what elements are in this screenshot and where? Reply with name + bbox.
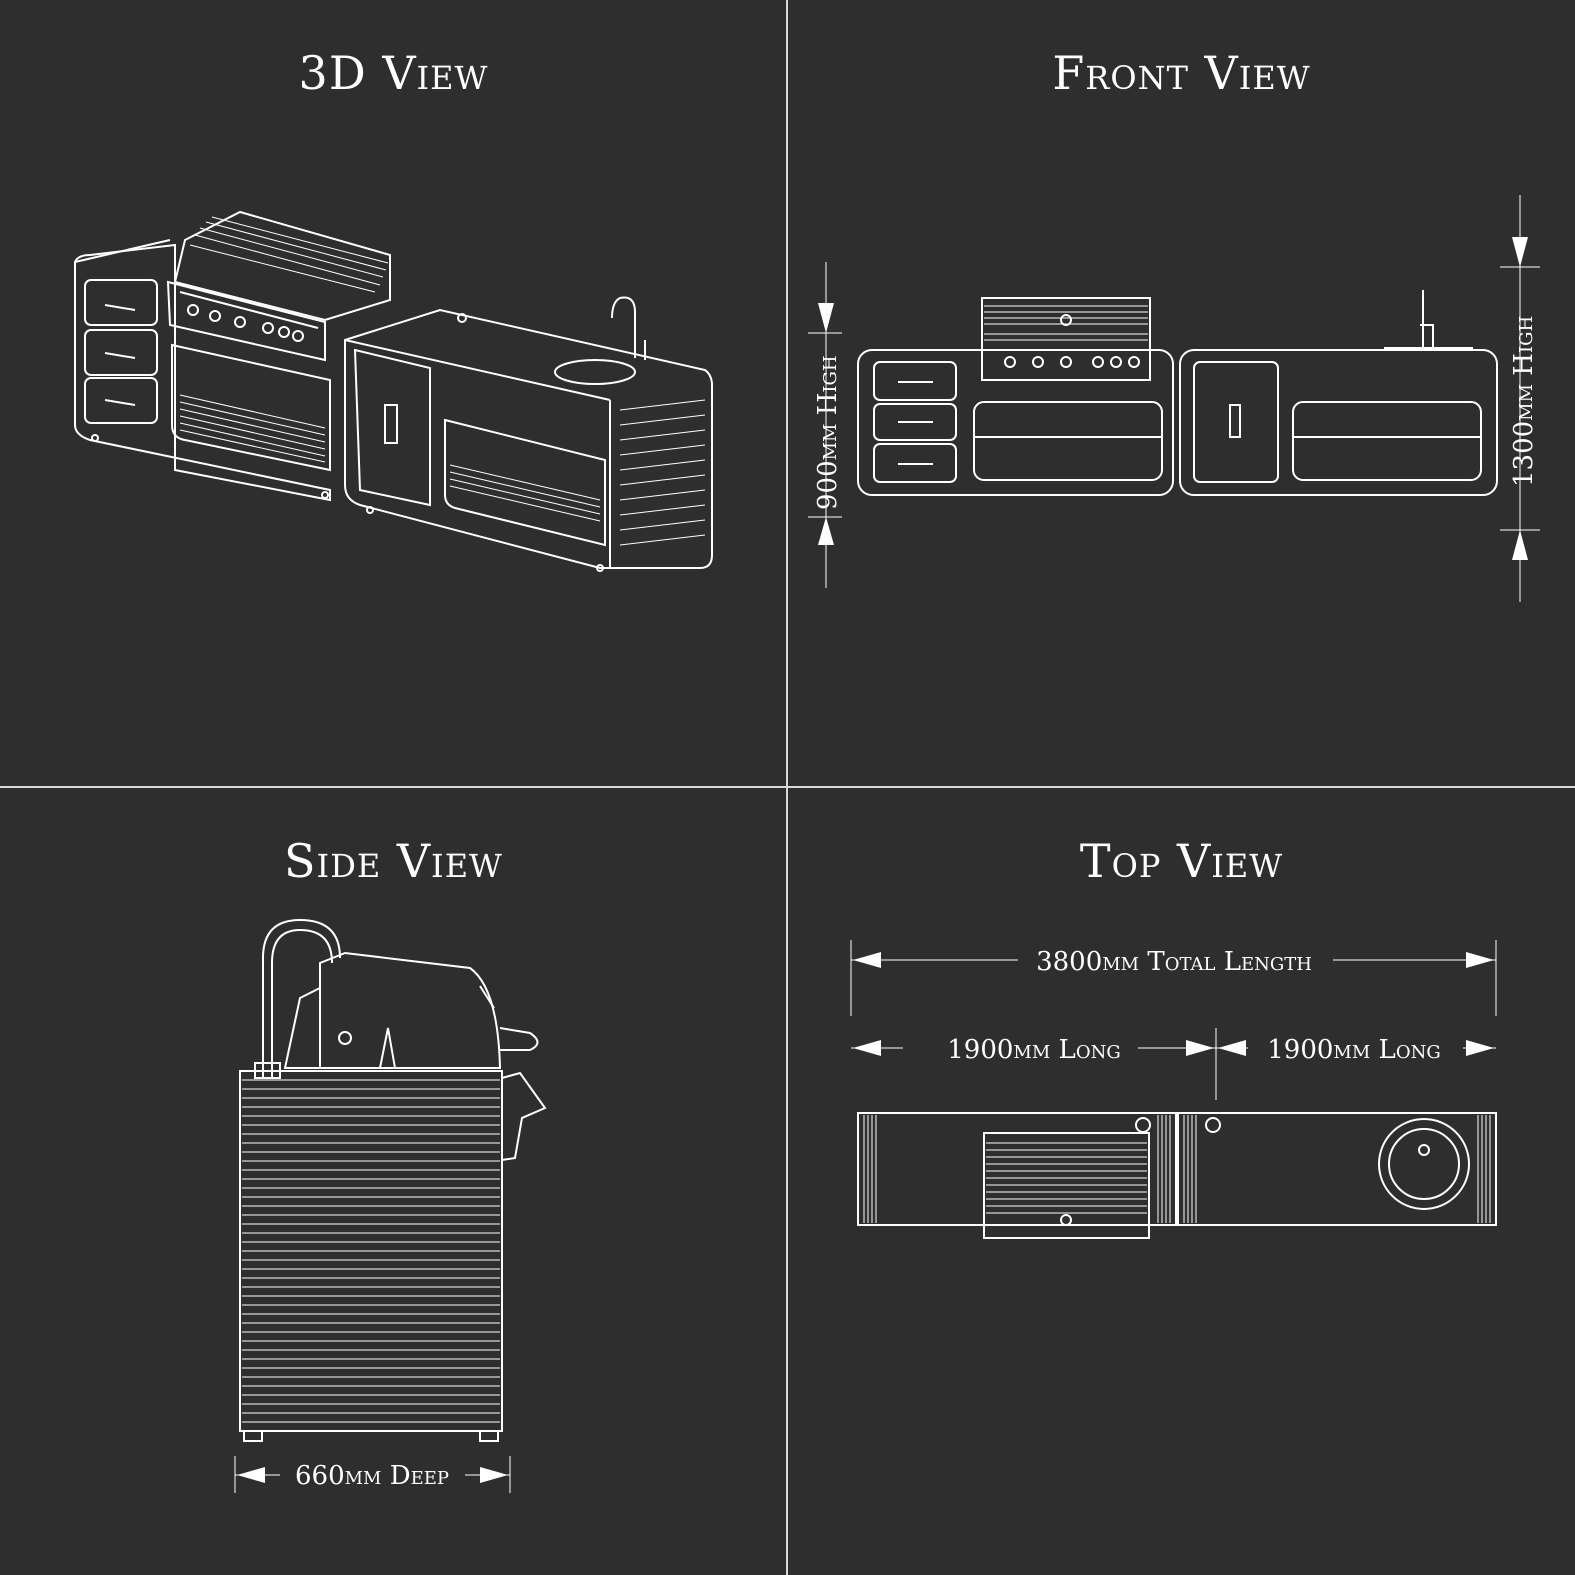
right-length-label: 1900mm Long bbox=[1267, 1035, 1440, 1065]
panel-title: Side View bbox=[284, 834, 503, 888]
kitchen-front-drawing: 900mm High 1300mm High bbox=[808, 195, 1540, 602]
height-1300-label: 1300mm High bbox=[1509, 316, 1539, 487]
depth-660-label: 660mm Deep bbox=[295, 1461, 449, 1491]
kitchen-top-drawing: 3800mm Total Length 1900mm Long 1900mm L… bbox=[850, 940, 1497, 1239]
panel-top-view: Top View 3800mm Total Length 1900mm Long… bbox=[788, 788, 1575, 1575]
kitchen-3d-drawing bbox=[74, 210, 713, 572]
panel-title: Top View bbox=[1079, 834, 1284, 888]
panel-front-view: Front View 9 bbox=[788, 0, 1575, 787]
horizontal-divider bbox=[0, 786, 1575, 788]
total-length-label: 3800mm Total Length bbox=[1036, 947, 1312, 977]
panel-title: 3D View bbox=[298, 46, 489, 100]
panel-3d-view: 3D View bbox=[0, 0, 787, 787]
panel-side-view: Side View 660mm Deep bbox=[0, 788, 787, 1575]
left-length-label: 1900mm Long bbox=[947, 1035, 1120, 1065]
height-900-label: 900mm High bbox=[813, 355, 843, 510]
kitchen-side-drawing: 660mm Deep bbox=[234, 918, 547, 1493]
panel-title: Front View bbox=[1052, 46, 1311, 100]
